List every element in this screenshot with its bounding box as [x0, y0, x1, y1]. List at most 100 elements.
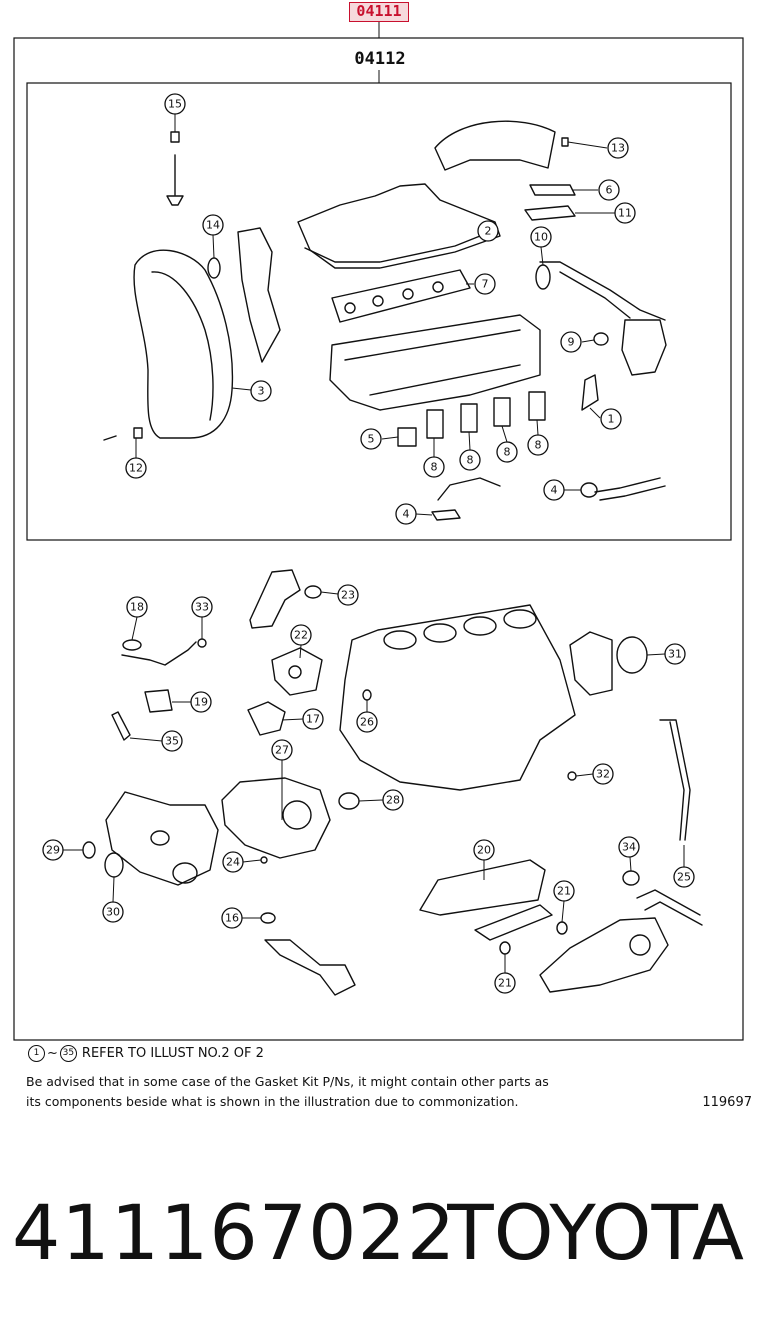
- svg-text:30: 30: [106, 906, 120, 919]
- callout-26[interactable]: 26: [356, 711, 378, 733]
- svg-text:27: 27: [275, 744, 289, 757]
- gasket-11: [524, 205, 576, 221]
- outer-frame: [13, 37, 744, 1041]
- timing-case-part: [105, 791, 219, 886]
- callout-32[interactable]: 32: [592, 763, 614, 785]
- svg-text:28: 28: [386, 794, 400, 807]
- callout-1[interactable]: 1: [600, 408, 622, 430]
- svg-text:26: 26: [360, 716, 374, 729]
- callout-35[interactable]: 35: [161, 730, 183, 752]
- svg-text:6: 6: [606, 184, 613, 197]
- callout-29[interactable]: 29: [42, 839, 64, 861]
- rear-oil-seal-31: [616, 636, 648, 674]
- egr-valve-part: [621, 319, 667, 376]
- gasket-5: [397, 427, 417, 447]
- valve-stem-part: [166, 131, 184, 206]
- oil-pipe-bracket-19: [144, 689, 173, 713]
- callout-18[interactable]: 18: [126, 596, 148, 618]
- callout-7[interactable]: 7: [474, 273, 496, 295]
- oil-seal-30: [104, 852, 124, 878]
- callout-19[interactable]: 19: [190, 691, 212, 713]
- svg-text:29: 29: [46, 844, 60, 857]
- oil-cooler-part: [474, 904, 553, 941]
- svg-text:22: 22: [294, 629, 308, 642]
- oil-pump-27: [221, 777, 331, 859]
- callout-5[interactable]: 5: [360, 428, 382, 450]
- svg-text:10: 10: [534, 231, 548, 244]
- gasket-4a: [431, 509, 461, 521]
- callout-31[interactable]: 31: [664, 643, 686, 665]
- callout-2[interactable]: 2: [477, 220, 499, 242]
- timing-cover-part: [133, 249, 234, 439]
- bolt-12: [103, 427, 143, 441]
- water-inlet-gasket-22: [271, 647, 323, 696]
- gasket-9: [593, 332, 609, 346]
- callout-20[interactable]: 20: [473, 839, 495, 861]
- callout-4a[interactable]: 4: [395, 503, 417, 525]
- callout-12[interactable]: 12: [125, 457, 147, 479]
- svg-text:12: 12: [129, 462, 143, 475]
- callout-6[interactable]: 6: [598, 179, 620, 201]
- callout-8b[interactable]: 8: [459, 449, 481, 471]
- seal-29: [82, 841, 96, 859]
- callout-9[interactable]: 9: [560, 331, 582, 353]
- svg-text:8: 8: [431, 461, 438, 474]
- brand-name: TOYOTA: [447, 1188, 744, 1277]
- bracket-part: [249, 569, 301, 629]
- gasket-6: [529, 184, 576, 196]
- callout-13[interactable]: 13: [607, 137, 629, 159]
- dipstick-guide-25: [659, 719, 691, 841]
- callout-34[interactable]: 34: [618, 836, 640, 858]
- seal-13: [561, 137, 569, 147]
- callout-11[interactable]: 11: [614, 202, 636, 224]
- callout-8c[interactable]: 8: [496, 441, 518, 463]
- callout-15[interactable]: 15: [164, 93, 186, 115]
- callout-22[interactable]: 22: [290, 624, 312, 646]
- intake-manifold-part: [434, 120, 556, 171]
- callout-17[interactable]: 17: [302, 708, 324, 730]
- o-ring-23: [304, 585, 322, 599]
- svg-text:9: 9: [568, 336, 575, 349]
- callout-23[interactable]: 23: [337, 584, 359, 606]
- advisory-note: Be advised that in some case of the Gask…: [26, 1072, 626, 1112]
- refer-tilde: ~: [47, 1046, 58, 1061]
- callout-33[interactable]: 33: [191, 596, 213, 618]
- callout-25[interactable]: 25: [673, 866, 695, 888]
- water-neck-part: [636, 889, 703, 926]
- timing-cover-inner: [151, 271, 214, 421]
- gasket-4b: [580, 482, 598, 498]
- kit-label-outer[interactable]: 04111: [349, 2, 409, 22]
- svg-text:1: 1: [608, 413, 615, 426]
- o-ring-28: [338, 792, 360, 810]
- svg-text:25: 25: [677, 871, 691, 884]
- plug-24: [260, 856, 268, 864]
- svg-text:7: 7: [482, 278, 489, 291]
- svg-text:31: 31: [668, 648, 682, 661]
- callout-30[interactable]: 30: [102, 901, 124, 923]
- svg-text:8: 8: [535, 439, 542, 452]
- callout-21b[interactable]: 21: [494, 972, 516, 994]
- svg-text:21: 21: [557, 885, 571, 898]
- callout-3[interactable]: 3: [250, 380, 272, 402]
- callout-27[interactable]: 27: [271, 739, 293, 761]
- svg-text:5: 5: [368, 433, 375, 446]
- callout-16[interactable]: 16: [221, 907, 243, 929]
- leader-lines: [63, 114, 685, 973]
- advisory-line-1: Be advised that in some case of the Gask…: [26, 1074, 549, 1089]
- oil-pipe-part-18: [121, 641, 197, 666]
- callout-8d[interactable]: 8: [527, 434, 549, 456]
- callout-10[interactable]: 10: [530, 226, 552, 248]
- kit-label-inner[interactable]: 04112: [354, 49, 406, 69]
- callout-24[interactable]: 24: [222, 851, 244, 873]
- head-cover-gasket: [304, 229, 496, 263]
- water-outlet-part: [539, 917, 669, 993]
- cylinder-head-part: [329, 314, 541, 411]
- callout-14[interactable]: 14: [202, 214, 224, 236]
- callout-4b[interactable]: 4: [543, 479, 565, 501]
- svg-text:35: 35: [165, 735, 179, 748]
- callout-21a[interactable]: 21: [553, 880, 575, 902]
- exploded-parts-diagram: 15 14 13 6 11 10 2 7 9 3 1 5 12 8 8 8 8 …: [13, 22, 744, 1041]
- callout-8a[interactable]: 8: [423, 456, 445, 478]
- oil-strainer-part: [264, 939, 356, 996]
- callout-28[interactable]: 28: [382, 789, 404, 811]
